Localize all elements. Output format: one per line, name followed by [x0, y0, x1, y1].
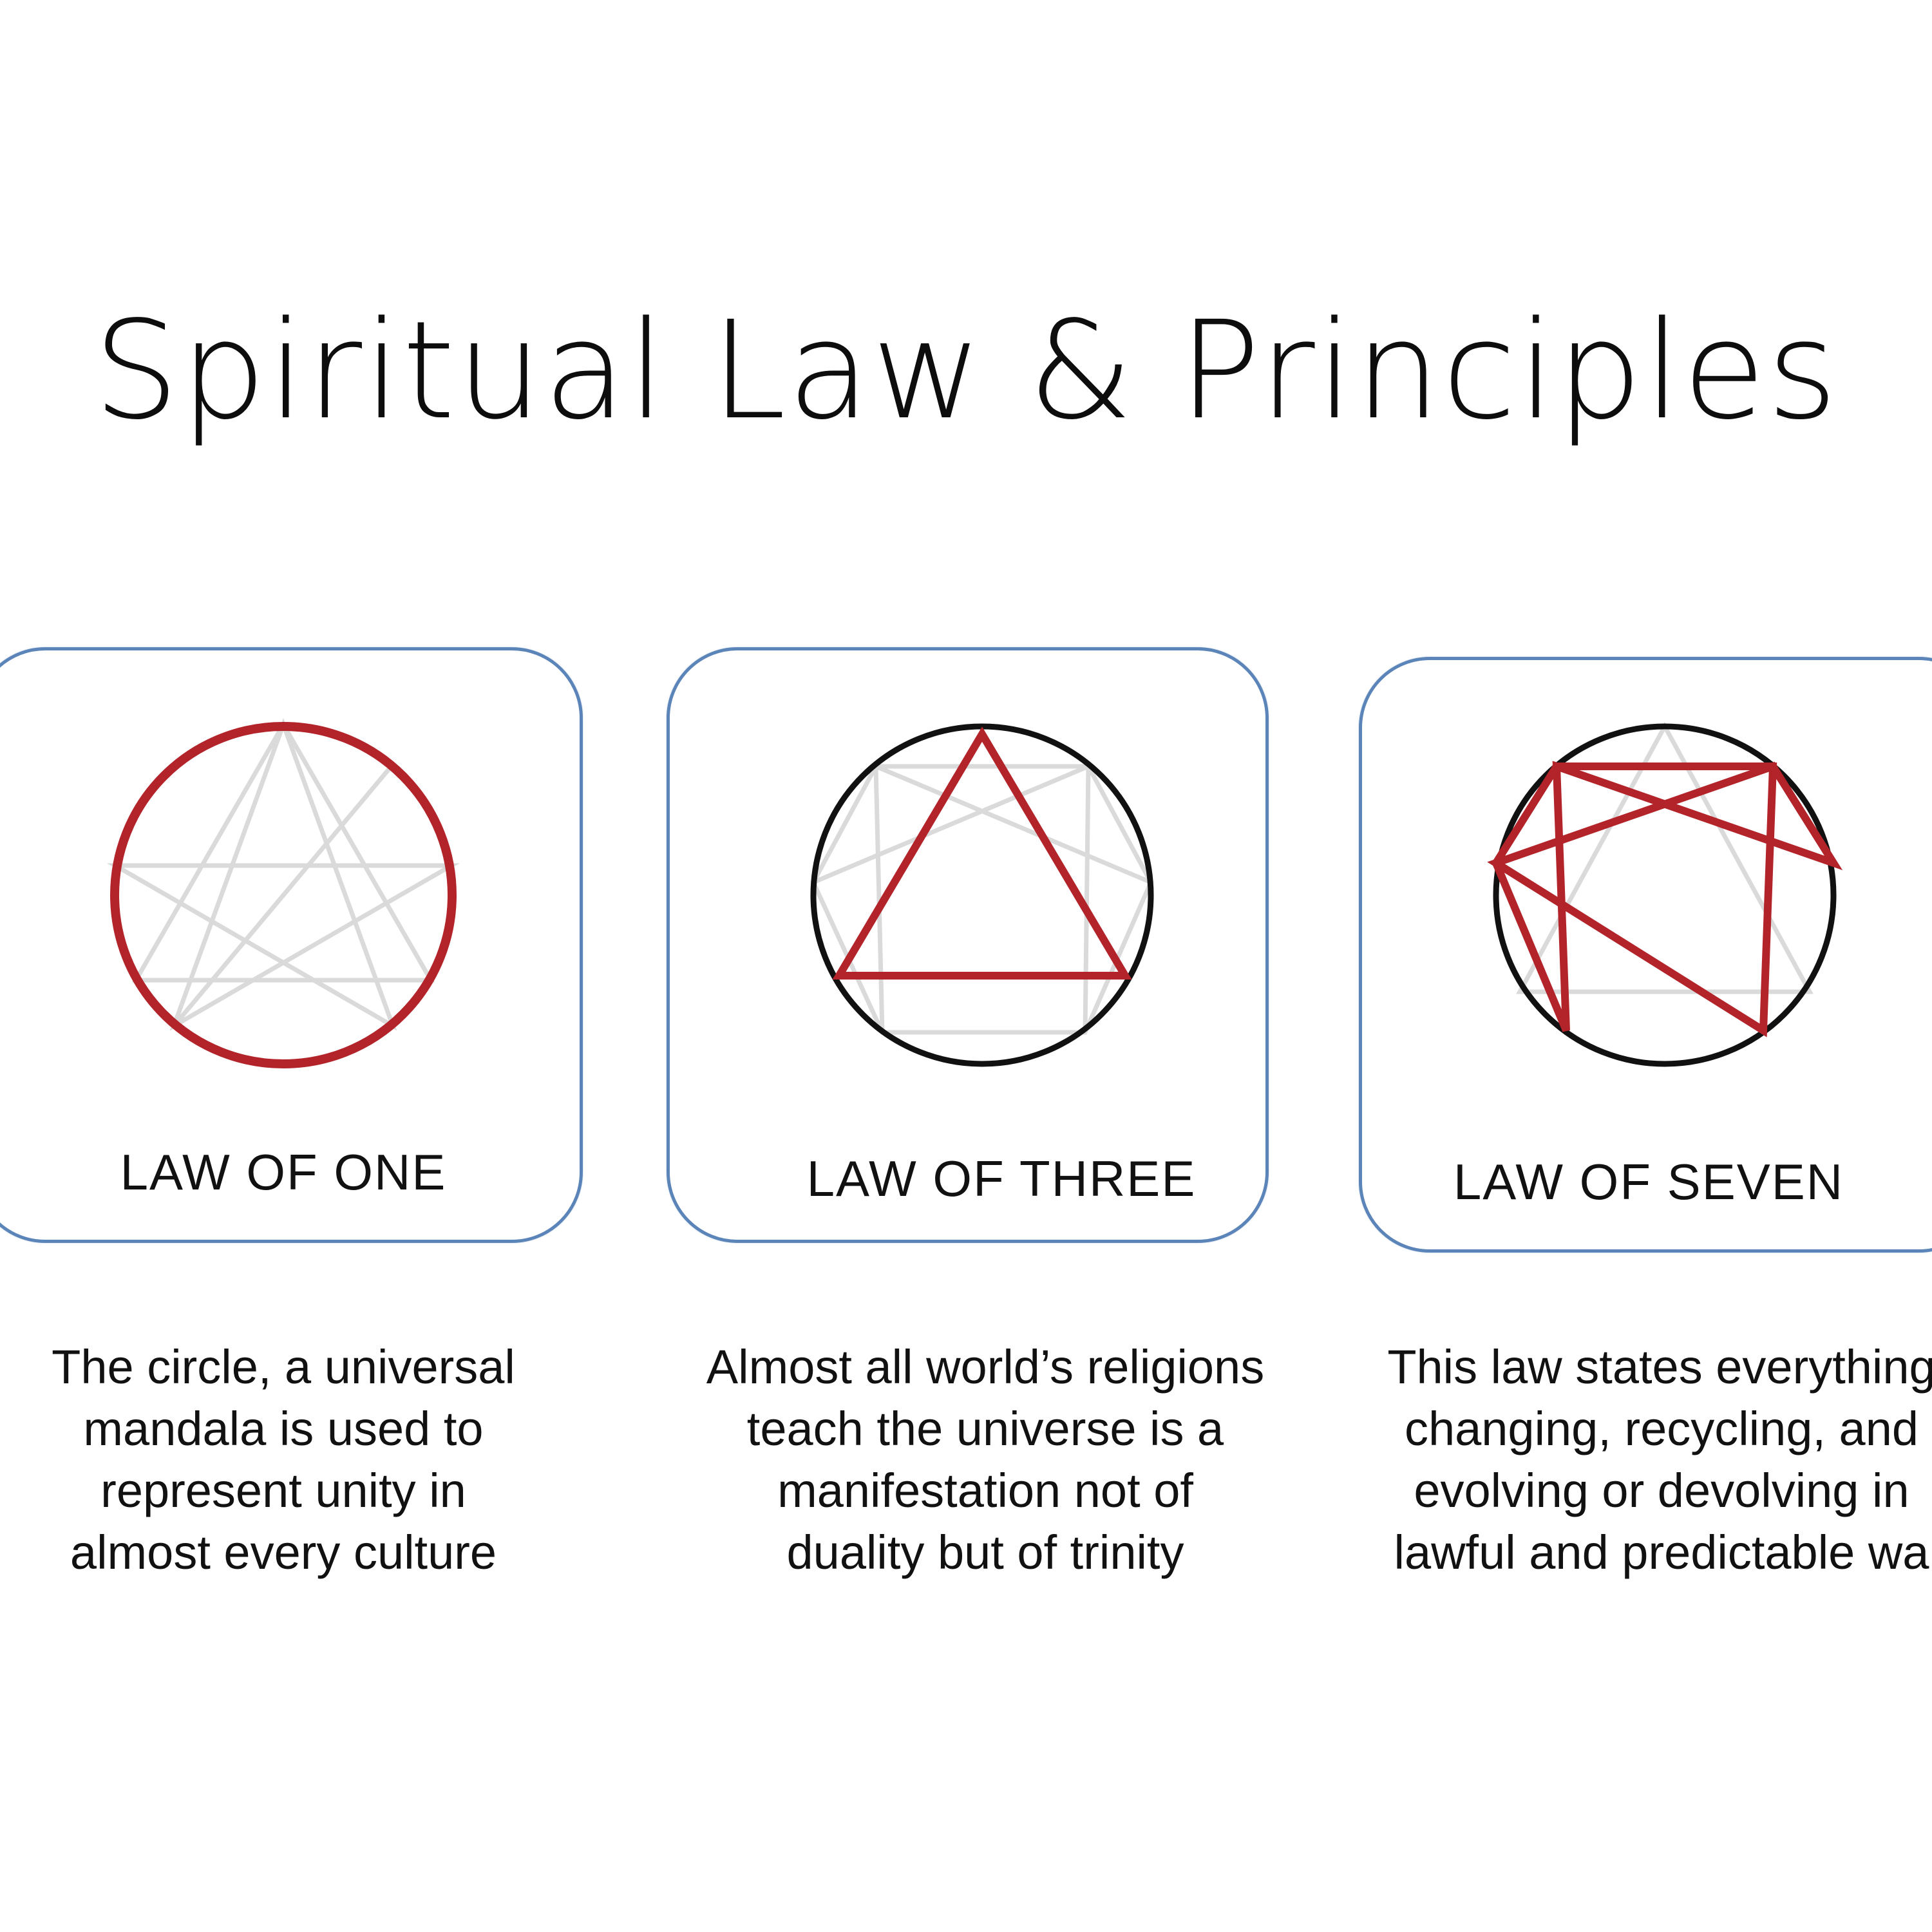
- description-line: represent unity in: [100, 1464, 466, 1517]
- description-line: The circle, a universal: [52, 1340, 515, 1394]
- law-of-one-label: LAW OF ONE: [120, 1144, 447, 1200]
- card-law-of-three: [667, 647, 1269, 1243]
- enneagram-hexad-icon: [1487, 721, 1843, 1067]
- description-line: evolving or devolving in: [1414, 1464, 1909, 1517]
- description-line: changing, recycling, and: [1404, 1402, 1919, 1455]
- enneagram-circle-icon: [106, 717, 460, 1068]
- description-line: mandala is used to: [83, 1402, 484, 1455]
- description-line: lawful and predictable wa: [1394, 1526, 1929, 1579]
- page-title: Spiritual Law & Principles: [93, 292, 1839, 450]
- description-line: teach the universe is a: [746, 1402, 1224, 1455]
- description-line: duality but of trinity: [786, 1526, 1184, 1579]
- law-of-three-label: LAW OF THREE: [806, 1150, 1197, 1207]
- description-line: This law states everything: [1387, 1340, 1932, 1394]
- description-line: manifestation not of: [777, 1464, 1193, 1517]
- law-of-seven-description: This law states everything changing, rec…: [1340, 1336, 1932, 1584]
- description-line: Almost all world’s religions: [706, 1340, 1265, 1394]
- law-of-three-description: Almost all world’s religions teach the u…: [663, 1336, 1307, 1584]
- description-line: almost every culture: [70, 1526, 497, 1579]
- enneagram-triangle-icon: [810, 723, 1154, 1067]
- law-of-one-description: The circle, a universal mandala is used …: [0, 1336, 605, 1584]
- law-of-seven-label: LAW OF SEVEN: [1453, 1153, 1844, 1210]
